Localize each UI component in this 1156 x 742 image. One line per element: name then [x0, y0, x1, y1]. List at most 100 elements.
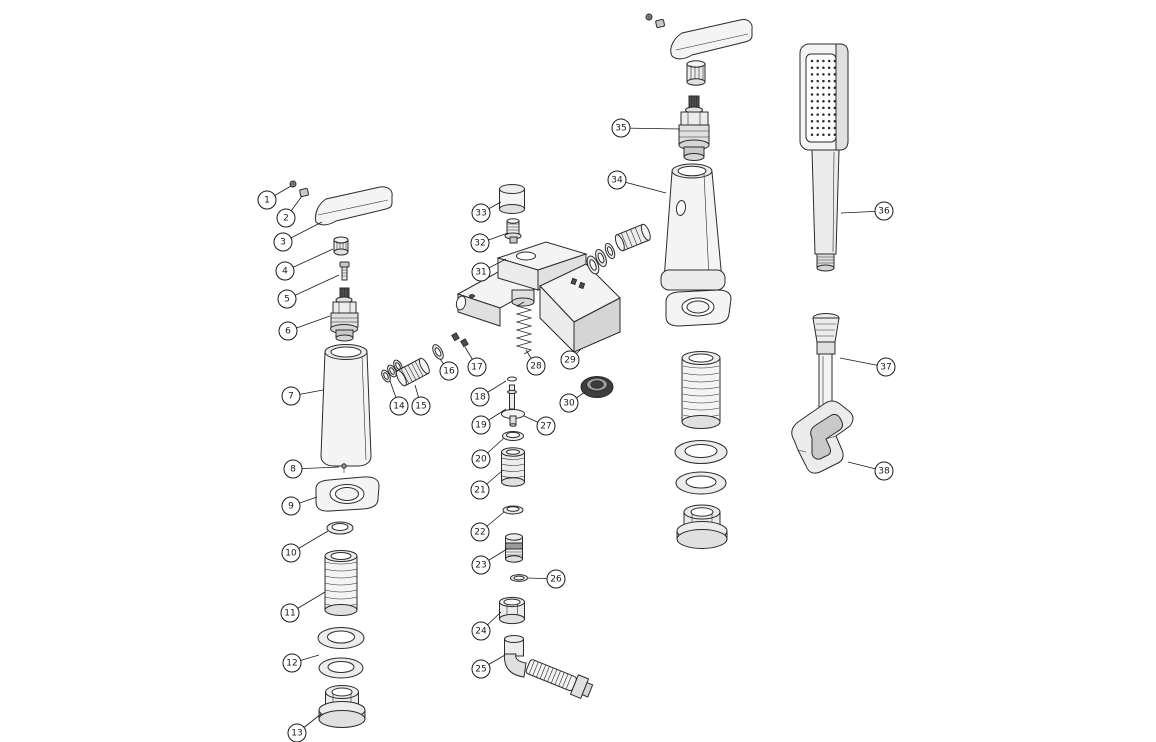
part-side-washers	[586, 242, 616, 275]
callout-circle	[467, 357, 487, 377]
part-callout-23: 23	[471, 548, 508, 575]
callout-circle	[470, 233, 490, 253]
callout-number: 6	[285, 327, 291, 337]
callout-circle	[471, 555, 491, 575]
callout-number: 3	[280, 238, 286, 248]
callout-circle	[280, 603, 300, 623]
callout-number: 20	[475, 455, 487, 465]
part-side-adapter	[614, 223, 651, 252]
center-body-assembly	[381, 184, 621, 700]
callout-circle	[281, 543, 301, 563]
callout-circle	[471, 203, 491, 223]
callout-circle	[536, 416, 556, 436]
part-callout-34: 34	[607, 170, 667, 194]
callout-number: 7	[288, 392, 294, 402]
part-callout-6: 6	[278, 315, 331, 341]
right-valve-assembly	[586, 13, 753, 549]
callout-number: 10	[285, 549, 297, 559]
callout-circle	[277, 289, 297, 309]
callout-circle	[546, 569, 566, 589]
part-callout-20: 20	[471, 437, 505, 469]
callout-circle	[389, 396, 409, 416]
callout-number: 33	[475, 209, 486, 219]
part-backnut-left	[318, 685, 366, 728]
callout-circle	[282, 653, 302, 673]
callout-circle	[257, 190, 277, 210]
callout-circle	[275, 261, 295, 281]
part-callout-30: 30	[559, 391, 586, 413]
part-callout-31: 31	[471, 258, 507, 282]
part-callout-21: 21	[470, 469, 504, 500]
part-diverter-bush	[501, 447, 525, 487]
callout-number: 34	[611, 176, 623, 186]
left-valve-assembly	[289, 180, 393, 728]
part-callout-2: 2	[276, 195, 303, 228]
callout-number: 26	[550, 575, 562, 585]
callout-circle	[411, 396, 431, 416]
part-callout-15: 15	[411, 384, 431, 416]
part-callout-24: 24	[471, 611, 502, 641]
part-hose-nut	[499, 596, 525, 625]
part-outlet-insert	[504, 218, 522, 244]
part-handle-screw-right	[645, 13, 665, 28]
part-callout-29: 29	[560, 348, 582, 370]
part-callout-16: 16	[439, 358, 459, 381]
part-base-plate-left	[315, 476, 380, 512]
part-check-valve	[505, 533, 523, 563]
part-washer-mid	[502, 505, 524, 515]
callout-circle	[559, 393, 579, 413]
hand-shower-group	[791, 43, 854, 474]
part-valve-body-right	[660, 163, 726, 291]
callout-number: 2	[283, 214, 289, 224]
callout-circle	[281, 386, 301, 406]
callout-circle	[470, 387, 490, 407]
part-washer-small-left	[326, 521, 354, 535]
callout-number: 38	[878, 467, 890, 477]
part-shroud-bush	[333, 236, 349, 256]
callout-number: 32	[474, 239, 485, 249]
part-backnut-right	[676, 504, 728, 549]
callout-number: 18	[474, 393, 486, 403]
callout-number: 16	[443, 367, 455, 377]
callout-circle	[471, 659, 491, 679]
callout-number: 37	[880, 363, 891, 373]
callout-circle	[526, 356, 546, 376]
callout-circle	[276, 208, 296, 228]
callout-circle	[470, 522, 490, 542]
callout-circle	[611, 118, 631, 138]
callout-circle	[560, 350, 580, 370]
callout-circle	[281, 496, 301, 516]
part-washer-hose	[510, 574, 528, 582]
part-valve-body-left	[320, 344, 372, 467]
callout-circle	[278, 321, 298, 341]
part-grub-screws	[451, 332, 469, 348]
callout-number: 22	[474, 528, 485, 538]
part-base-plate-right	[665, 289, 732, 327]
part-washer-pair-left	[317, 627, 365, 679]
callout-circle	[470, 480, 490, 500]
part-callout-12: 12	[282, 653, 320, 673]
part-callout-26: 26	[527, 569, 566, 589]
callout-circle	[874, 201, 894, 221]
part-callout-35: 35	[611, 118, 681, 138]
callout-circle	[287, 723, 307, 742]
part-callout-3: 3	[273, 221, 323, 252]
part-callout-14: 14	[389, 380, 409, 416]
spray-plate-dots	[810, 59, 837, 136]
callout-number: 23	[475, 561, 486, 571]
callout-number: 25	[475, 665, 486, 675]
part-shroud-bush-right	[686, 60, 706, 86]
callout-number: 27	[540, 422, 551, 432]
callout-number: 36	[878, 207, 890, 217]
part-diverter-oring	[507, 376, 517, 382]
part-inlet-seal	[432, 344, 444, 360]
callout-number: 21	[474, 486, 485, 496]
part-elbow-hose	[503, 635, 594, 700]
part-threaded-shank-left	[324, 550, 358, 616]
part-callout-25: 25	[471, 654, 506, 679]
callout-number: 14	[393, 402, 405, 412]
callout-number: 9	[288, 502, 294, 512]
